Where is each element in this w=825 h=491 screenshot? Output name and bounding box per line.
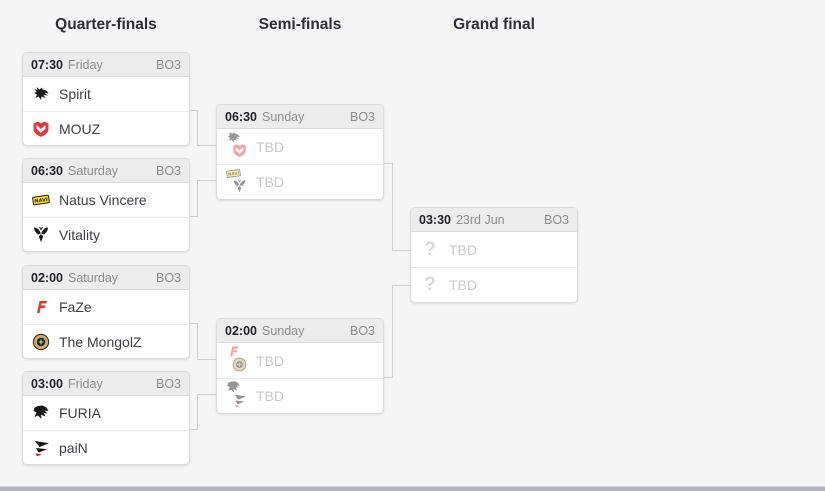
tbd-label: TBD (449, 241, 477, 258)
spirit-logo-icon (32, 85, 50, 103)
match-date: Saturday (67, 163, 119, 178)
match-quarter-final-2[interactable]: 06:30 Saturday BO3 Natus Vincere Vitalit… (22, 158, 190, 252)
tbd-label: TBD (256, 352, 284, 369)
match-time: 03:00 (31, 376, 63, 391)
match-format: BO3 (349, 109, 375, 124)
match-header: 06:30 Sunday BO3 (217, 105, 383, 129)
match-time: 02:00 (31, 270, 63, 285)
grand-final-slot-tbd[interactable]: ? TBD (411, 232, 577, 267)
team-name: The MongolZ (59, 333, 142, 350)
match-format: BO3 (155, 270, 181, 285)
team-name: Natus Vincere (59, 192, 147, 208)
match-date: Sunday (261, 323, 305, 338)
team-row-the-mongolz[interactable]: The MongolZ (23, 324, 189, 358)
team-row-vitality[interactable]: Vitality (23, 217, 189, 251)
tbd-label: TBD (256, 174, 284, 190)
match-time: 02:00 (225, 323, 257, 338)
semi-final-slot-tbd[interactable]: TBD (217, 164, 383, 199)
column-title-grand-final: Grand final (453, 16, 535, 33)
match-semi-final-2[interactable]: 02:00 Sunday BO3 TBD TBD (216, 318, 384, 414)
match-time: 06:30 (225, 109, 257, 124)
pain-logo-icon (232, 393, 247, 408)
match-format: BO3 (155, 376, 181, 391)
team-name: Vitality (59, 226, 100, 243)
possible-team-logos (226, 343, 247, 378)
grand-final-slot-tbd[interactable]: ? TBD (411, 267, 577, 302)
unknown-team-icon: ? (424, 274, 436, 295)
match-date: Friday (67, 376, 103, 391)
vitality-logo-icon (232, 179, 247, 194)
possible-team-logos (226, 165, 247, 199)
furia-logo-icon (32, 404, 50, 422)
unknown-team-icon: ? (424, 238, 436, 260)
match-format: BO3 (543, 212, 569, 227)
mouz-logo-icon (232, 143, 247, 158)
tbd-label: TBD (256, 138, 284, 155)
team-name: Spirit (59, 86, 91, 102)
semi-final-slot-tbd[interactable]: TBD (217, 129, 383, 164)
match-format: BO3 (349, 323, 375, 338)
mongolz-logo-icon (232, 357, 247, 372)
vitality-logo-icon (32, 226, 50, 244)
team-row-mouz[interactable]: MOUZ (23, 111, 189, 145)
semi-final-slot-tbd[interactable]: TBD (217, 378, 383, 413)
match-header: 03:00 Friday BO3 (23, 372, 189, 396)
mouz-logo-icon (32, 120, 50, 138)
match-time: 03:30 (419, 212, 451, 227)
tbd-label: TBD (449, 277, 477, 293)
faze-logo-icon (32, 298, 50, 316)
team-row-pain[interactable]: paiN (23, 430, 189, 464)
navi-logo-icon (32, 191, 50, 209)
team-name: MOUZ (59, 120, 101, 137)
team-name: paiN (59, 439, 88, 456)
team-row-faze[interactable]: FaZe (23, 290, 189, 324)
match-header: 02:00 Sunday BO3 (217, 319, 383, 343)
team-row-natus-vincere[interactable]: Natus Vincere (23, 183, 189, 217)
column-title-quarter-finals: Quarter-finals (55, 16, 157, 33)
match-format: BO3 (155, 163, 181, 178)
match-header: 02:00 Saturday BO3 (23, 266, 189, 290)
match-time: 06:30 (31, 163, 63, 178)
team-name: FURIA (59, 405, 101, 421)
match-date: Saturday (67, 270, 119, 285)
mongolz-logo-icon (32, 333, 50, 351)
match-quarter-final-3[interactable]: 02:00 Saturday BO3 FaZe The MongolZ (22, 265, 190, 359)
match-date: Friday (67, 57, 103, 72)
possible-team-logos (226, 129, 247, 164)
bottom-divider-bar (0, 486, 825, 491)
pain-logo-icon (32, 439, 50, 457)
semi-final-slot-tbd[interactable]: TBD (217, 343, 383, 378)
match-header: 06:30 Saturday BO3 (23, 159, 189, 183)
match-time: 07:30 (31, 57, 63, 72)
match-date: 23rd Jun (455, 212, 505, 227)
possible-team-logos (226, 379, 247, 413)
match-grand-final[interactable]: 03:30 23rd Jun BO3 ? TBD ? TBD (410, 207, 578, 303)
match-quarter-final-4[interactable]: 03:00 Friday BO3 FURIA paiN (22, 371, 190, 465)
match-header: 03:30 23rd Jun BO3 (411, 208, 577, 232)
team-row-spirit[interactable]: Spirit (23, 77, 189, 111)
match-date: Sunday (261, 109, 305, 124)
match-header: 07:30 Friday BO3 (23, 53, 189, 77)
tbd-label: TBD (256, 388, 284, 404)
match-format: BO3 (155, 57, 181, 72)
match-semi-final-1[interactable]: 06:30 Sunday BO3 TBD TBD (216, 104, 384, 200)
team-name: FaZe (59, 299, 92, 315)
column-title-semi-finals: Semi-finals (258, 16, 342, 33)
match-quarter-final-1[interactable]: 07:30 Friday BO3 Spirit MOUZ (22, 52, 190, 146)
team-row-furia[interactable]: FURIA (23, 396, 189, 430)
